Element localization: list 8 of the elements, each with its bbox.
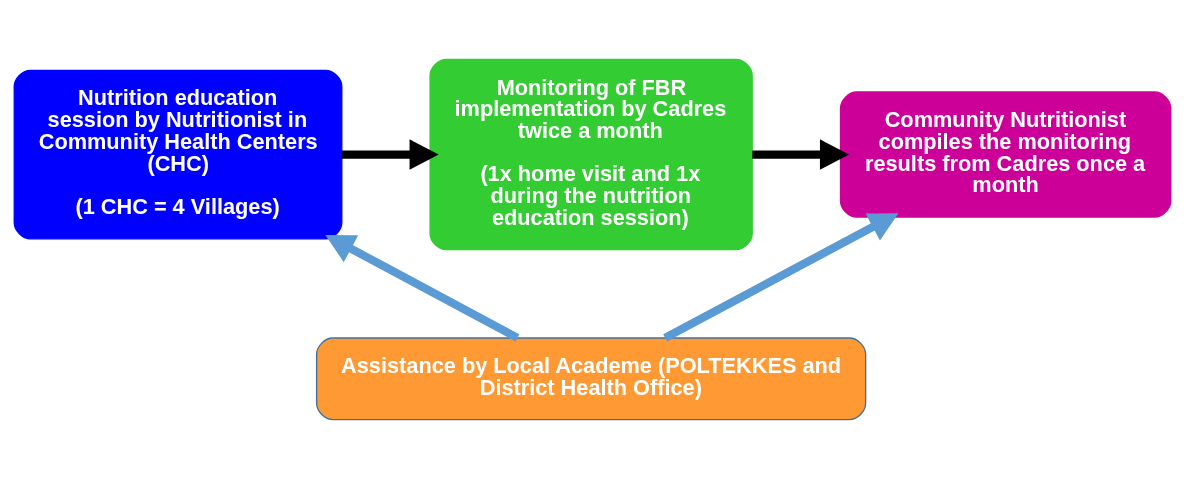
node-box: Monitoring of FBR implementation by Cadres twice a month (1x home visit and 1x during the nutrition education session) xyxy=(429,58,753,251)
node-box: Nutrition education session by Nutritionist in Community Health Centers (CHC) (1 CHC = 4 Villages) xyxy=(13,69,343,240)
arrow xyxy=(752,139,850,170)
arrow xyxy=(341,139,439,170)
arrow xyxy=(325,234,520,342)
node-box: Assistance by Local Academe (POLTEKKES and District Health Office) xyxy=(315,337,867,421)
arrow xyxy=(663,213,899,342)
node-box: Community Nutritionist compiles the monitoring results from Cadres once a month xyxy=(839,91,1172,218)
